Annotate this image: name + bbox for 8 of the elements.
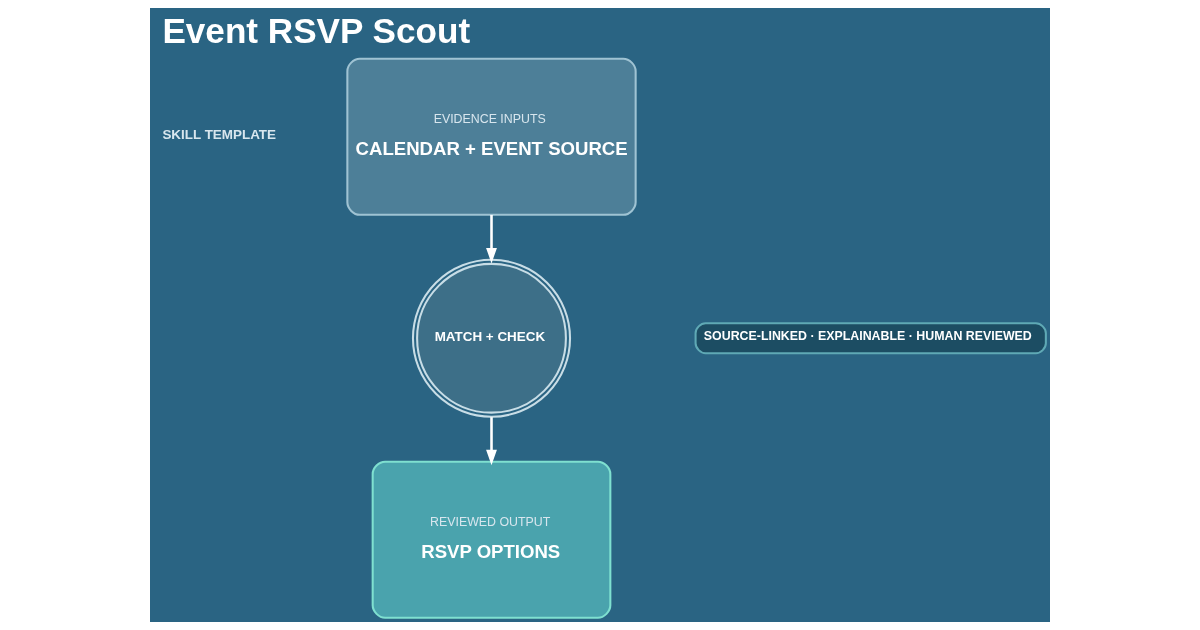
arrow: [486, 214, 497, 264]
label: SKILL TEMPLATE: [162, 127, 276, 143]
node-box: EVIDENCE INPUTS CALENDAR + EVENT SOURCE: [346, 57, 637, 216]
node-circle: MATCH + CHECK: [411, 258, 572, 418]
diagram-title: Event RSVP Scout: [162, 11, 471, 51]
node-box: SOURCE-LINKED · EXPLAINABLE · HUMAN REVIEWED: [694, 322, 1047, 355]
node-box: REVIEWED OUTPUT RSVP OPTIONS: [371, 460, 612, 619]
arrow: [486, 417, 497, 466]
